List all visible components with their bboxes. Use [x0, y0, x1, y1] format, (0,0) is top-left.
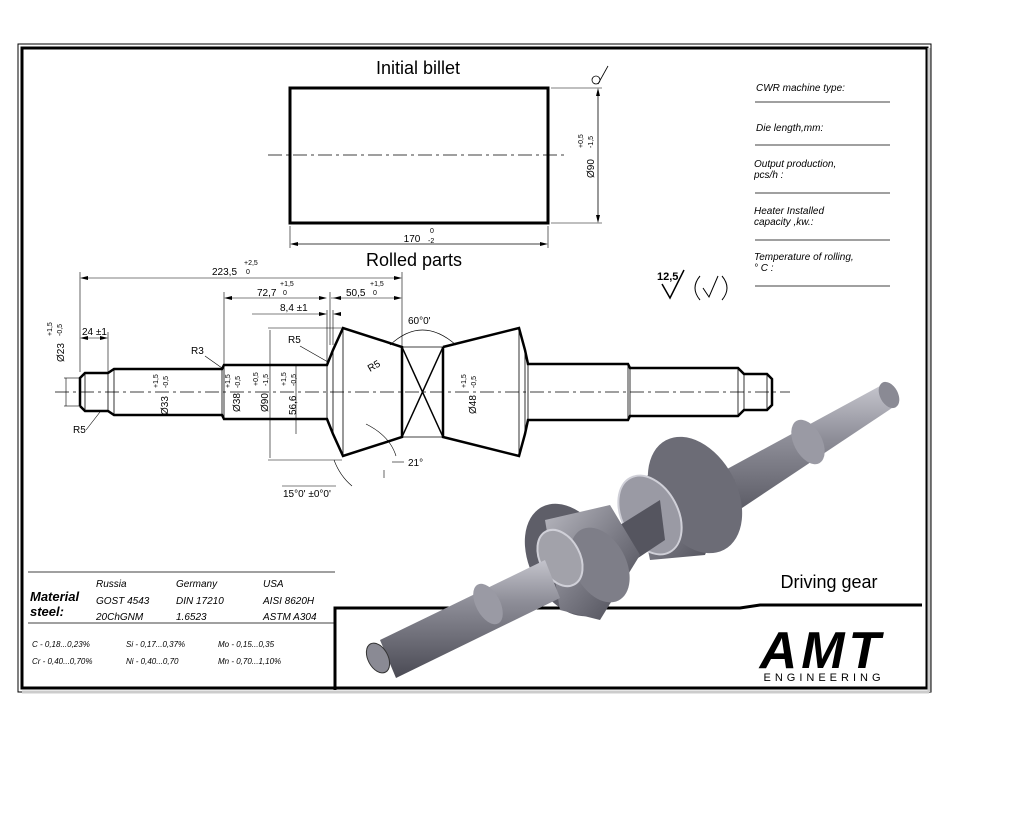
- spec-die-length: Die length,mm:: [756, 123, 823, 134]
- chem-c: C - 0,18...0,23%: [32, 640, 90, 649]
- dim-d56-up: +1,5: [281, 372, 288, 386]
- std-usa-2: ASTM A304: [262, 612, 317, 623]
- dim-len-72-up: +1,5: [280, 281, 294, 288]
- dim-d90-up: +0,5: [253, 372, 260, 386]
- gear-title: Driving gear: [780, 572, 877, 592]
- dim-len-8: 8,4 ±1: [280, 303, 308, 314]
- std-germany-1: DIN 17210: [176, 596, 224, 607]
- label-r5-end: R5: [73, 425, 86, 436]
- rolled-title: Rolled parts: [366, 250, 462, 270]
- label-r3: R3: [191, 346, 204, 357]
- dim-total-length-up: +2,5: [244, 260, 258, 267]
- driving-gear-render: Driving gear: [365, 381, 900, 678]
- dim-d48-lo: -0,5: [471, 376, 478, 388]
- dim-len-50: 50,5: [346, 288, 366, 299]
- dim-angle-21: 21°: [408, 458, 423, 469]
- dim-d23-up: +1,5: [47, 322, 54, 336]
- dim-d48-up: +1,5: [461, 374, 468, 388]
- dim-len-72: 72,7: [257, 288, 277, 299]
- dim-d38-lo: -0,5: [235, 376, 242, 388]
- spec-heater-capacity: Heater Installed capacity ,kw.:: [754, 206, 825, 228]
- dim-len-50-lo: 0: [373, 290, 377, 297]
- chem-mn: Mn - 0,70...1,10%: [218, 657, 281, 666]
- country-russia: Russia: [96, 579, 127, 590]
- drawing-frame: [17, 43, 932, 694]
- dim-d90-lo: -1,5: [263, 374, 270, 386]
- spec-temperature: Temperature of rolling, ° C :: [754, 252, 854, 274]
- dim-d23: Ø23: [56, 343, 67, 362]
- chem-ni: Ni - 0,40...0,70: [126, 657, 179, 666]
- chem-cr: Cr - 0,40...0,70%: [32, 657, 92, 666]
- dim-d33-lo: -0,5: [163, 376, 170, 388]
- initial-billet-view: Initial billet 170 0 -2 Ø90 +0,5 -1,5: [268, 58, 609, 248]
- spec-machine-type: CWR machine type:: [756, 83, 845, 94]
- dim-d56: 56,6: [288, 395, 299, 415]
- billet-dia-tol-lo: -1,5: [588, 136, 595, 148]
- dim-len-24: 24 ±1: [82, 327, 107, 338]
- std-germany-2: 1.6523: [176, 612, 207, 623]
- std-russia-1: GOST 4543: [96, 596, 150, 607]
- billet-length-tol-up: 0: [430, 228, 434, 235]
- dim-d90: Ø90: [260, 393, 271, 412]
- roughness-symbol: 12,5: [657, 269, 728, 301]
- dim-len-50-up: +1,5: [370, 281, 384, 288]
- dim-angle-15: 15°0' ±0°0': [283, 489, 331, 500]
- dim-total-length-lo: 0: [246, 269, 250, 276]
- billet-length-tol-lo: -2: [428, 238, 434, 245]
- material-label: Material steel:: [30, 589, 80, 619]
- logo-sub: ENGINEERING: [763, 672, 884, 684]
- country-usa: USA: [263, 579, 284, 590]
- spec-output-production: Output production, pcs/h :: [754, 159, 837, 181]
- billet-title: Initial billet: [376, 58, 460, 78]
- dim-d38-up: +1,5: [225, 374, 232, 388]
- amt-logo: AMT ENGINEERING: [758, 622, 885, 684]
- dim-d48: Ø48: [468, 395, 479, 414]
- dim-d33: Ø33: [160, 396, 171, 415]
- label-r5-top: R5: [288, 335, 301, 346]
- country-germany: Germany: [176, 579, 218, 590]
- roughness-value: 12,5: [657, 271, 678, 283]
- std-usa-1: AISI 8620H: [262, 596, 315, 607]
- label-r5-cone: R5: [366, 358, 383, 374]
- dim-d56-lo: -0,5: [291, 374, 298, 386]
- dim-len-72-lo: 0: [283, 290, 287, 297]
- billet-dia-tol-up: +0,5: [578, 134, 585, 148]
- dim-angle-60: 60°0': [408, 316, 431, 327]
- chem-si: Si - 0,17...0,37%: [126, 640, 185, 649]
- spec-block: CWR machine type: Die length,mm: Output …: [754, 83, 890, 287]
- billet-diameter: Ø90: [586, 159, 597, 178]
- rolled-part-view: Rolled parts: [47, 250, 790, 500]
- billet-length: 170: [404, 234, 421, 245]
- dim-d23-lo: -0,5: [57, 324, 64, 336]
- std-russia-2: 20ChGNM: [95, 612, 144, 623]
- material-block: Material steel: Russia Germany USA GOST …: [28, 571, 335, 666]
- dim-d38: Ø38: [232, 393, 243, 412]
- logo-main: AMT: [758, 622, 885, 680]
- dim-d33-up: +1,5: [153, 374, 160, 388]
- dim-total-length: 223,5: [212, 267, 237, 278]
- chem-mo: Mo - 0,15...0,35: [218, 640, 275, 649]
